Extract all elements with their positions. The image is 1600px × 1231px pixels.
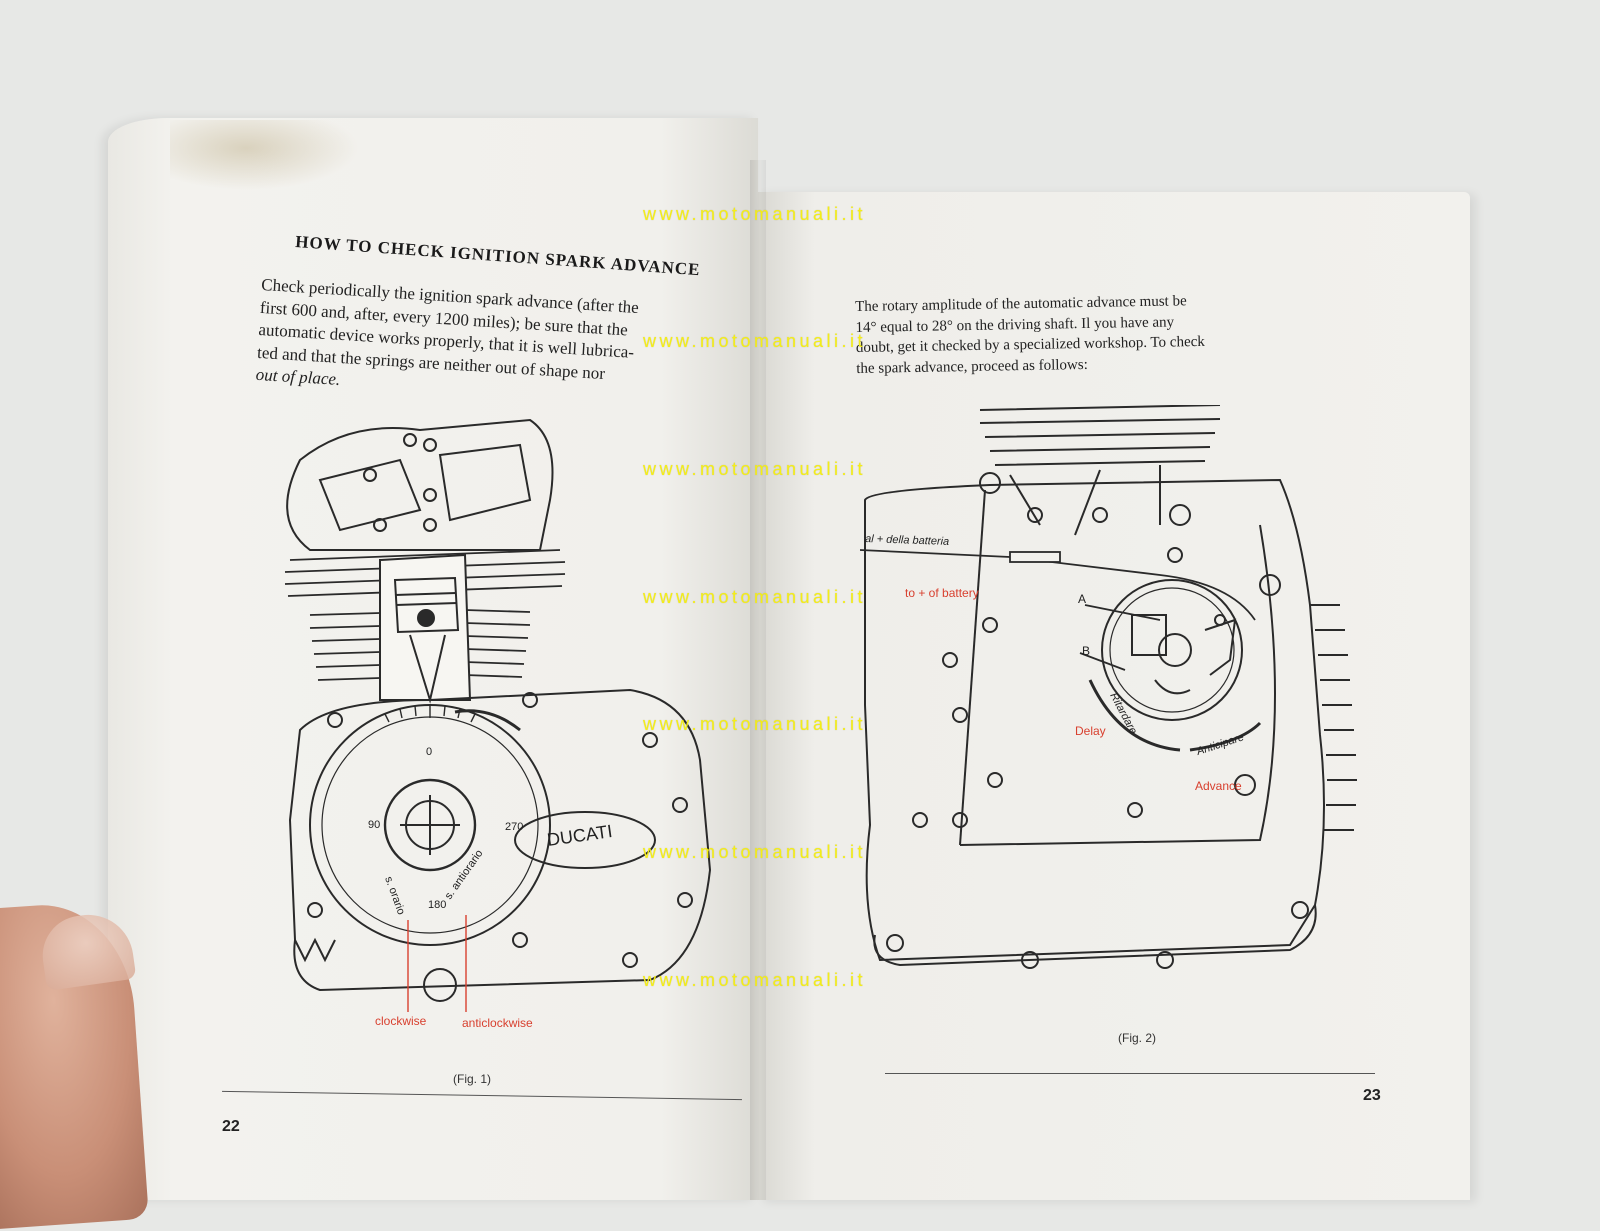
dial-number: 270 [505,821,523,833]
dial-number: 0 [426,746,432,758]
brand-logo-text: DUCATI [546,821,614,850]
paper-stain [170,120,360,190]
wire-label: al + della batteria [865,533,949,548]
point-label-a: A [1078,592,1086,606]
watermark-text: www.motomanuali.it [643,587,867,607]
right-page-paragraph: The rotary amplitude of the automatic ad… [855,289,1306,379]
figure-1-caption: (Fig. 1) [453,1072,492,1086]
battery-label: to + of battery [905,586,979,600]
anticlockwise-label: anticlockwise [462,1016,533,1030]
delay-label: Delay [1075,724,1106,738]
left-page-number: 22 [222,1118,240,1135]
book-gutter [750,160,766,1200]
right-page-number: 23 [1363,1087,1381,1104]
watermark-text: www.motomanuali.it [643,970,867,990]
figure-2-caption: (Fig. 2) [1118,1031,1157,1045]
photo-scene: HOW TO CHECK IGNITION SPARK ADVANCE Chec… [0,118,1470,1231]
dial-number: 180 [428,899,446,911]
advance-label: Advance [1195,779,1242,793]
watermark-text: www.motomanuali.it [643,459,867,479]
right-page [758,192,1470,1200]
distributor-figure-2: al + della batteria A B Ritardare Antici… [860,405,1357,969]
clockwise-label: clockwise [375,1014,427,1028]
point-label-b: B [1082,644,1090,658]
dial-word: s. orario [382,875,407,916]
watermark-text: www.motomanuali.it [643,714,867,734]
anticipare-label: Anticipare [1194,731,1245,758]
dial-number: 90 [368,819,380,831]
watermark-text: www.motomanuali.it [643,204,867,224]
watermark-text: www.motomanuali.it [643,331,867,351]
watermark-text: www.motomanuali.it [643,842,867,862]
engine-figure-1: 0 90 270 180 s. orario s. antiorario DUC… [284,418,712,1012]
right-page-rule [885,1073,1375,1074]
